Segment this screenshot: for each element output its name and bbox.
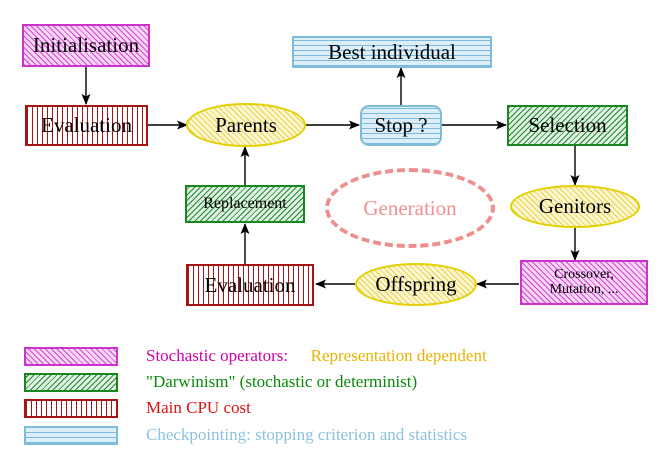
node-crossover-line1: Crossover, [554, 266, 614, 282]
legend-text-checkpointing: Checkpointing: stopping criterion and st… [146, 425, 468, 444]
legend-swatch-diagonal-hatch-green [24, 372, 118, 392]
node-best-individual[interactable]: Best individual [292, 36, 492, 68]
legend-row-darwinism: "Darwinism" (stochastic or determinist) [24, 372, 417, 392]
node-initialisation[interactable]: Initialisation [22, 24, 150, 67]
legend-text-darwinism: "Darwinism" (stochastic or determinist) [146, 372, 418, 391]
legend-swatch-vertical-lines-red [24, 398, 118, 418]
node-stop-label: Stop ? [374, 113, 428, 138]
node-replacement[interactable]: Replacement [185, 185, 305, 223]
node-parents[interactable]: Parents [186, 103, 306, 147]
generation-label: Generation [363, 195, 457, 220]
node-genitors-label: Genitors [538, 194, 612, 219]
legend-row-stochastic-operators: Stochastic operators: Representation dep… [24, 346, 487, 366]
legend-label-stochastic-operators: Stochastic operators: Representation dep… [146, 346, 487, 366]
legend-swatch-horizontal-lines-blue [24, 425, 118, 445]
node-selection-label: Selection [528, 113, 607, 138]
node-evaluation-bottom-label: Evaluation [204, 272, 296, 297]
node-crossover-line2: Mutation, ... [549, 281, 619, 297]
legend-text-stochastic-operators: Stochastic operators: [146, 346, 289, 365]
generation-loop-ellipse: Generation [325, 168, 495, 248]
legend-row-checkpointing: Checkpointing: stopping criterion and st… [24, 425, 467, 445]
node-best-individual-label: Best individual [328, 39, 456, 64]
node-selection[interactable]: Selection [507, 105, 628, 146]
legend-text-representation-dependent: Representation dependent [310, 346, 487, 365]
node-initialisation-label: Initialisation [32, 33, 140, 58]
node-replacement-label: Replacement [203, 194, 287, 212]
node-offspring-label: Offspring [375, 272, 457, 297]
legend-row-main-cpu-cost: Main CPU cost [24, 398, 251, 418]
node-crossover-mutation[interactable]: Crossover, Mutation, ... [520, 260, 648, 305]
node-offspring[interactable]: Offspring [355, 263, 477, 306]
node-evaluation-top-label: Evaluation [41, 113, 132, 138]
node-parents-label: Parents [215, 112, 277, 137]
legend-swatch-diagonal-hatch-magenta [24, 346, 118, 366]
node-stop[interactable]: Stop ? [360, 105, 442, 146]
legend-text-main-cpu-cost: Main CPU cost [146, 398, 251, 417]
node-genitors[interactable]: Genitors [510, 185, 640, 228]
node-evaluation-top[interactable]: Evaluation [25, 105, 148, 146]
node-evaluation-bottom[interactable]: Evaluation [186, 264, 314, 306]
